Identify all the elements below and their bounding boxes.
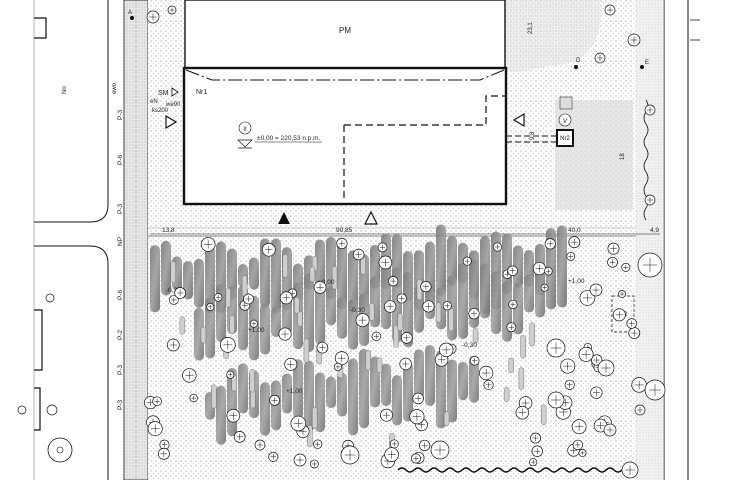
sm-triangle xyxy=(171,87,179,97)
elevation-label: ±0,00 = 220,53 n.p.m. xyxy=(257,135,321,142)
svg-text:+1,00: +1,00 xyxy=(568,278,585,285)
svg-text:4,9: 4,9 xyxy=(650,227,659,234)
svg-text:P-3: P-3 xyxy=(117,110,124,121)
svg-text:-0,30: -0,30 xyxy=(166,287,181,294)
building-nr2 xyxy=(556,129,574,147)
svg-text:18: 18 xyxy=(620,153,626,160)
nr2-label: Nr2 xyxy=(560,136,570,142)
marker-d: D xyxy=(576,58,581,64)
sm-label: SM xyxy=(158,90,169,97)
svg-text:P-6: P-6 xyxy=(117,155,124,166)
street-label-a: No xyxy=(62,86,68,94)
circle-marker-v xyxy=(558,113,572,127)
ks200-label: ks200 xyxy=(152,108,169,114)
street-label-b: ewo xyxy=(112,82,118,94)
road-codes: P-3 P-6 P-3 NP P-6 P-2 P-3 P-3 xyxy=(117,110,124,411)
svg-text:-0,30: -0,30 xyxy=(462,342,477,349)
svg-text:23,1: 23,1 xyxy=(528,22,534,34)
entrance-triangle-east xyxy=(512,112,525,128)
pm-label: PM xyxy=(339,26,351,35)
water-feature xyxy=(150,224,567,451)
svg-text:-0,30: -0,30 xyxy=(350,307,365,314)
svg-text:40,0: 40,0 xyxy=(568,227,581,234)
entrance-triangle-west xyxy=(165,114,178,130)
dimension-line: 13,8 90,85 40,0 4,9 23,1 9,8 18 xyxy=(150,22,660,235)
marker-e: E xyxy=(645,60,649,66)
circle-marker-ii xyxy=(238,121,252,135)
svg-text:NP: NP xyxy=(117,237,124,246)
circle-marker-v-label: V xyxy=(563,119,567,125)
svg-text:P-3: P-3 xyxy=(117,204,124,215)
circle-marker-ii-label: II xyxy=(243,127,247,133)
svg-text:P-6: P-6 xyxy=(117,290,124,301)
marker-a: A xyxy=(128,10,132,16)
entrance-triangle-filled xyxy=(278,212,290,224)
left-street xyxy=(17,0,149,480)
svg-text:+1,00: +1,00 xyxy=(248,327,265,334)
svg-text:P-2: P-2 xyxy=(117,330,124,341)
svg-text:9,8: 9,8 xyxy=(530,131,536,140)
entrance-triangle-open xyxy=(364,210,378,225)
pm-building xyxy=(184,0,506,69)
elevation-symbol xyxy=(237,139,253,149)
nr1-label: Nr1 xyxy=(196,89,207,96)
svg-text:13,8: 13,8 xyxy=(162,227,175,234)
svg-text:P-3: P-3 xyxy=(117,400,124,411)
stair-symbol xyxy=(559,96,573,110)
svg-text:P-3: P-3 xyxy=(117,365,124,376)
level-markers: +0,00 -0,30 -0,30 +1,00 -0,30 +1,00 +1,0… xyxy=(166,278,585,395)
svg-text:+1,00: +1,00 xyxy=(286,388,303,395)
southern-hedge xyxy=(397,467,631,473)
building-nr1 xyxy=(182,66,560,206)
svg-text:90,85: 90,85 xyxy=(336,227,353,234)
trees xyxy=(144,4,666,479)
right-street xyxy=(636,0,700,480)
ne-strip xyxy=(505,0,601,72)
en-label: eN xyxy=(150,99,158,105)
svg-text:+0,00: +0,00 xyxy=(318,279,335,286)
we90-label: we90 xyxy=(165,102,181,108)
